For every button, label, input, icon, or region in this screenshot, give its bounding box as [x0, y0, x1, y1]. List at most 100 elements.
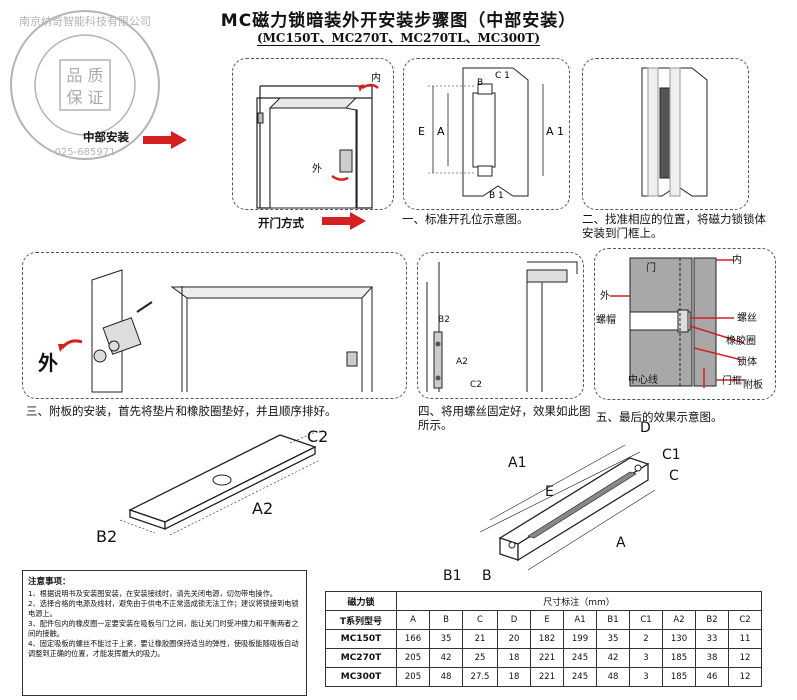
middle-install-label: 中部安装	[83, 130, 129, 144]
dim-label-B: B	[482, 568, 492, 584]
step-3-caption: 三、附板的安装，首先将垫片和橡胶圈垫好，并且顺序排好。	[26, 404, 337, 418]
inside-label-5: 内	[732, 255, 742, 266]
value-cell: 48	[596, 667, 630, 687]
lock-body-dimension-drawing	[479, 444, 656, 571]
value-cell: 205	[396, 667, 430, 687]
open-method-label: 开门方式	[258, 216, 304, 230]
door-label: 门	[646, 263, 656, 274]
value-cell: 2	[629, 629, 663, 649]
screw-label: 螺丝	[737, 313, 757, 324]
value-cell: 185	[662, 648, 696, 668]
column-header: B1	[596, 610, 630, 630]
notes-box: 注意事项： 1、根据说明书及安装图安装，在安装接线时，请先关闭电源，切勿带电操作…	[22, 570, 307, 696]
step-4-caption: 四、将用螺丝固定好，效果如此图所示。	[418, 404, 591, 432]
quality-stamp-watermark: 品 质 保 证 南京纳奇智能科技有限公司 025-685971	[10, 10, 160, 160]
notes-item: 1、根据说明书及安装图安装，在安装接线时，请先关闭电源，切勿带电操作。	[28, 589, 277, 598]
plate-dimension-drawing	[119, 429, 321, 536]
dim-label-A1: A 1	[546, 125, 564, 138]
model-cell: MC270T	[325, 648, 397, 668]
table-row: MC270T 205 42 25 18 221 245 42 3 185 38 …	[325, 648, 762, 668]
value-cell: 35	[429, 629, 463, 649]
value-cell: 245	[563, 648, 597, 668]
column-header: B	[429, 610, 463, 630]
value-cell: 3	[629, 667, 663, 687]
outside-label: 外	[312, 164, 322, 175]
inside-label: 内	[371, 73, 381, 84]
dim-label-C2: C2	[307, 427, 329, 446]
nut-label: 螺帽	[596, 315, 616, 326]
dim-label-B: B	[477, 78, 483, 88]
notes-item: 3、配件包内的橡皮圈一定要安装在吸板与门之间，能让关门时受冲撞力和平衡两者之间的…	[28, 619, 299, 638]
dim-label-A: A	[437, 125, 445, 138]
column-header: A2	[662, 610, 696, 630]
column-header: B2	[695, 610, 729, 630]
dim-label-E: E	[545, 484, 554, 500]
dim-label-C1: C1	[662, 447, 681, 463]
value-cell: 20	[497, 629, 531, 649]
column-header: C1	[629, 610, 663, 630]
screw-fixed-diagram	[426, 261, 578, 392]
value-cell: 130	[662, 629, 696, 649]
door-frame-label: 门框	[722, 376, 742, 387]
value-cell: 221	[530, 648, 564, 668]
value-cell: 245	[563, 667, 597, 687]
value-cell: 199	[563, 629, 597, 649]
dim-label-B1: B 1	[489, 191, 504, 201]
column-header: D	[497, 610, 531, 630]
panel-step-3	[22, 252, 407, 399]
page-subtitle: (MC150T、MC270T、MC270TL、MC300T)	[256, 31, 541, 46]
red-arrow-icon	[143, 131, 187, 149]
notes-item: 4、固定吸板的螺丝不能过于上紧，要让橡胶圈保持适当的弹性，使吸板能随吸板自动调整…	[28, 639, 299, 658]
value-cell: 35	[596, 629, 630, 649]
column-header: A	[396, 610, 430, 630]
table-corner-bottom: T系列型号	[325, 610, 397, 630]
value-cell: 166	[396, 629, 430, 649]
dim-label-C2-small: C2	[470, 380, 483, 390]
value-cell: 46	[695, 667, 729, 687]
door-opening-diagram	[256, 83, 379, 209]
value-cell: 21	[462, 629, 498, 649]
plate-installation-diagram	[58, 269, 374, 393]
value-cell: 38	[695, 648, 729, 668]
step-1-caption: 一、标准开孔位示意图。	[402, 212, 529, 226]
table-row: MC300T 205 48 27.5 18 221 245 48 3 185 4…	[325, 667, 762, 687]
column-header: A1	[563, 610, 597, 630]
table-group-header: 尺寸标注（mm）	[396, 591, 762, 611]
panel-step-1	[403, 58, 570, 210]
red-arrow-icon	[322, 212, 366, 230]
dim-label-B2-small: B2	[438, 315, 450, 325]
value-cell: 12	[728, 667, 762, 687]
value-cell: 12	[728, 648, 762, 668]
value-cell: 25	[462, 648, 498, 668]
panel-door-opening	[232, 58, 394, 210]
dimension-table: 磁力锁 尺寸标注（mm） T系列型号 A B C D E A1 B1 C1 A2…	[325, 591, 762, 687]
model-cell: MC300T	[325, 667, 397, 687]
svg-text:保 证: 保 证	[66, 88, 103, 107]
dim-label-A2: A2	[252, 499, 274, 518]
panel-step-4	[417, 252, 584, 399]
value-cell: 182	[530, 629, 564, 649]
value-cell: 48	[429, 667, 463, 687]
column-header: C2	[728, 610, 762, 630]
value-cell: 11	[728, 629, 762, 649]
value-cell: 185	[662, 667, 696, 687]
value-cell: 205	[396, 648, 430, 668]
lock-body-mount-diagram	[641, 67, 708, 197]
value-cell: 18	[497, 667, 531, 687]
step-5-caption: 五、最后的效果示意图。	[596, 410, 723, 424]
table-corner-top: 磁力锁	[325, 591, 397, 611]
svg-text:025-685971: 025-685971	[55, 147, 116, 158]
lock-body-label: 锁体	[737, 357, 757, 368]
plate-label: 附板	[743, 380, 763, 391]
dim-label-B1: B1	[443, 568, 462, 584]
notes-title: 注意事项：	[28, 577, 71, 587]
dim-label-C1: C 1	[495, 71, 510, 81]
dim-label-B2: B2	[96, 527, 118, 546]
panel-step-2	[582, 58, 749, 210]
dim-label-A2-small: A2	[456, 357, 468, 367]
dim-label-E: E	[418, 125, 425, 138]
svg-text:品 质: 品 质	[66, 66, 103, 85]
svg-text:南京纳奇智能科技有限公司: 南京纳奇智能科技有限公司	[19, 14, 151, 28]
step-2-caption: 二、找准相应的位置，将磁力锁锁体安装到门框上。	[582, 212, 766, 240]
value-cell: 42	[429, 648, 463, 668]
